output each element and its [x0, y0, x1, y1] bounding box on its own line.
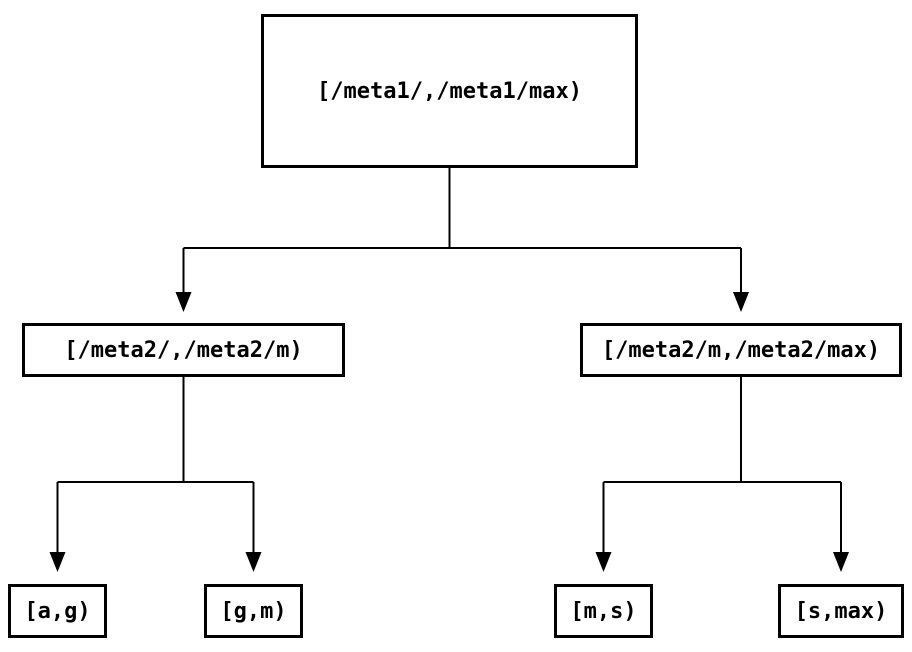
node-leaf-s-max: [s,max): [778, 584, 904, 638]
arrowhead-to-leaf-s-max: [833, 552, 849, 572]
edge-mid-right-to-children: [602, 377, 842, 553]
arrowhead-to-leaf-m-s: [595, 552, 612, 572]
node-meta2-high-interval: [/meta2/m,/meta2/max): [580, 323, 902, 377]
arrowhead-root-to-mid-left: [175, 292, 192, 312]
node-leaf-g-m: [g,m): [204, 584, 303, 638]
edge-root-to-children: [182, 168, 742, 293]
arrowhead-to-leaf-a-g: [49, 552, 66, 572]
arrowhead-to-leaf-g-m: [245, 552, 262, 572]
node-meta2-low-interval: [/meta2/,/meta2/m): [22, 323, 345, 377]
arrowhead-root-to-mid-right: [733, 292, 749, 312]
node-leaf-m-s: [m,s): [554, 584, 653, 638]
node-root-interval: [/meta1/,/meta1/max): [261, 14, 638, 168]
node-leaf-a-g: [a,g): [8, 584, 107, 638]
edge-mid-left-to-children: [56, 377, 255, 553]
